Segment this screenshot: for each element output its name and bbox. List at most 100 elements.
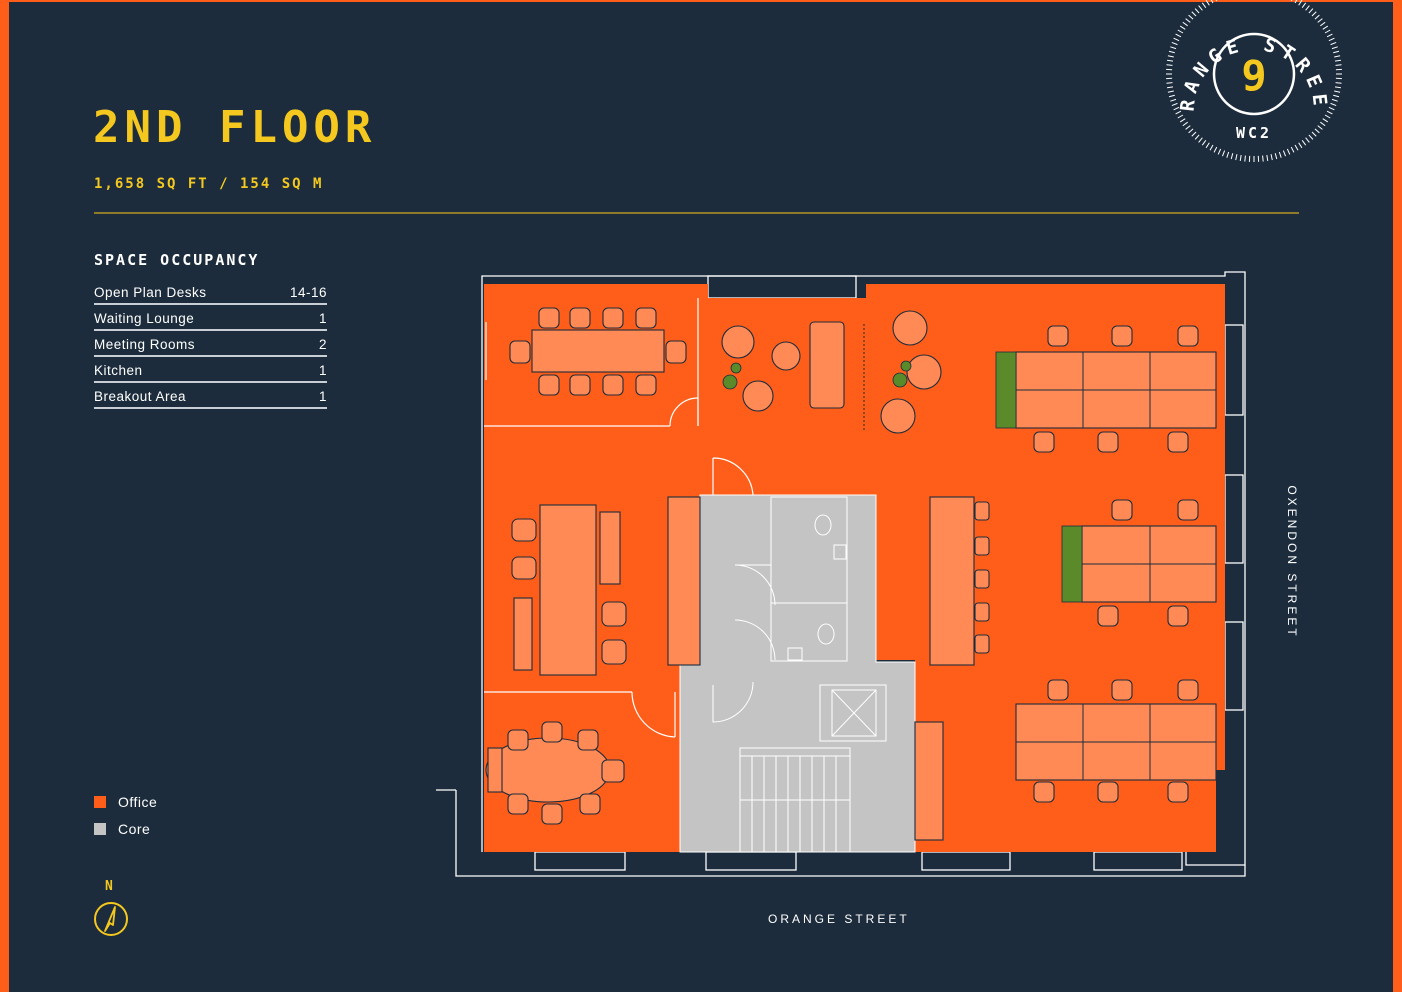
occupancy-label: Open Plan Desks: [94, 285, 207, 300]
logo-tick: [1188, 128, 1194, 134]
furniture: [485, 307, 1217, 841]
logo-tick: [1173, 37, 1180, 42]
legend-label: Core: [118, 820, 151, 837]
logo-tick: [1198, 137, 1203, 143]
logo-tick: [1221, 150, 1226, 157]
legend: Office Core: [94, 788, 157, 842]
occupancy-label: Meeting Rooms: [94, 337, 196, 352]
logo-tick: [1177, 114, 1184, 119]
logo-tick: [1331, 98, 1338, 102]
logo-tick: [1235, 154, 1238, 161]
occupancy-row: Kitchen 1: [94, 357, 327, 383]
logo-tick: [1334, 90, 1341, 93]
logo-tick: [1314, 128, 1320, 134]
street-label-right: OXENDON STREET: [1285, 485, 1299, 639]
logo-tick: [1308, 8, 1314, 14]
logo-tick: [1167, 59, 1174, 62]
logo-postcode: WC2: [1236, 124, 1272, 142]
occupancy-value: 2: [318, 337, 327, 352]
planters: [722, 351, 1083, 603]
logo-tick: [1201, 2, 1207, 8]
logo-tick: [1171, 102, 1178, 107]
logo-tick: [1173, 106, 1180, 111]
occupancy-value: 1: [318, 363, 327, 378]
floor-area: 1,658 SQ FT / 154 SQ M: [94, 176, 324, 192]
logo-tick: [1230, 153, 1234, 160]
legend-swatch-office: [94, 795, 106, 808]
interior-walls: [484, 298, 754, 738]
logo-tick: [1166, 82, 1173, 84]
logo-tick: [1194, 8, 1200, 14]
legend-label: Office: [118, 793, 158, 810]
logo-tick: [1322, 25, 1329, 30]
logo-tick: [1194, 134, 1200, 140]
logo-tick: [1333, 50, 1340, 54]
logo-tick: [1324, 29, 1331, 34]
core-area: [679, 494, 916, 853]
logo-tick: [1334, 55, 1341, 58]
logo-tick: [1185, 125, 1191, 130]
north-label: N: [105, 879, 113, 894]
logo-tick: [1317, 18, 1323, 23]
occupancy-value: 1: [318, 389, 327, 404]
logo-tick: [1209, 144, 1214, 151]
logo-tick: [1298, 142, 1303, 149]
logo-tick: [1239, 154, 1242, 161]
logo-tick: [1334, 59, 1341, 62]
logo-tick: [1294, 0, 1298, 4]
logo-tick: [1290, 0, 1293, 2]
left-edge-stripe: [0, 0, 9, 992]
logo-tick: [1335, 82, 1342, 84]
occupancy-row: Meeting Rooms 2: [94, 331, 327, 357]
logo-tick: [1171, 41, 1178, 46]
logo-tick: [1330, 102, 1337, 107]
compass-icon: [94, 902, 128, 936]
logo-tick: [1330, 41, 1337, 46]
logo-tick: [1317, 125, 1323, 130]
right-edge-stripe: [1393, 0, 1402, 992]
logo-tick: [1166, 64, 1173, 66]
logo-tick: [1326, 33, 1333, 38]
floor-title: 2ND FLOOR: [93, 102, 377, 153]
logo-tick: [1215, 0, 1218, 2]
logo-tick: [1191, 131, 1197, 137]
logo-tick: [1182, 121, 1188, 127]
logo-tick: [1286, 148, 1291, 155]
occupancy-label: Kitchen: [94, 363, 143, 378]
logo-tick: [1301, 2, 1307, 8]
logo-tick: [1305, 5, 1310, 11]
occupancy-value: 1: [318, 311, 327, 326]
logo-tick: [1311, 11, 1317, 17]
logo-tick: [1226, 151, 1230, 158]
occupancy-label: Waiting Lounge: [94, 311, 195, 326]
logo-tick: [1270, 154, 1273, 161]
occupancy-title: SPACE OCCUPANCY: [94, 251, 260, 269]
logo-number: 9: [1241, 51, 1266, 100]
logo-tick: [1278, 151, 1282, 158]
logo-tick: [1322, 118, 1329, 123]
logo-tick: [1282, 150, 1287, 157]
logo-tick: [1326, 110, 1333, 115]
logo-tick: [1167, 86, 1174, 89]
logo-tick: [1191, 11, 1197, 17]
logo-tick: [1244, 155, 1246, 162]
desk-dividers: [863, 324, 1216, 780]
logo-tick: [1179, 25, 1186, 30]
occupancy-row: Breakout Area 1: [94, 383, 327, 409]
occupancy-value: 14-16: [289, 285, 327, 300]
logo-tick: [1328, 106, 1335, 111]
logo-tick: [1167, 90, 1174, 93]
logo-tick: [1331, 46, 1338, 50]
logo-tick: [1213, 146, 1218, 153]
legend-item-office: Office: [94, 788, 157, 815]
logo-tick: [1298, 0, 1303, 6]
logo-tick: [1175, 110, 1182, 115]
logo-tick: [1177, 29, 1184, 34]
occupancy-row: Open Plan Desks 14-16: [94, 280, 327, 305]
logo-tick: [1167, 55, 1174, 58]
logo-tick: [1324, 114, 1331, 119]
logo-tick: [1314, 14, 1320, 20]
logo-tick: [1205, 142, 1210, 149]
logo-tick: [1308, 134, 1314, 140]
logo-tick: [1210, 0, 1214, 4]
